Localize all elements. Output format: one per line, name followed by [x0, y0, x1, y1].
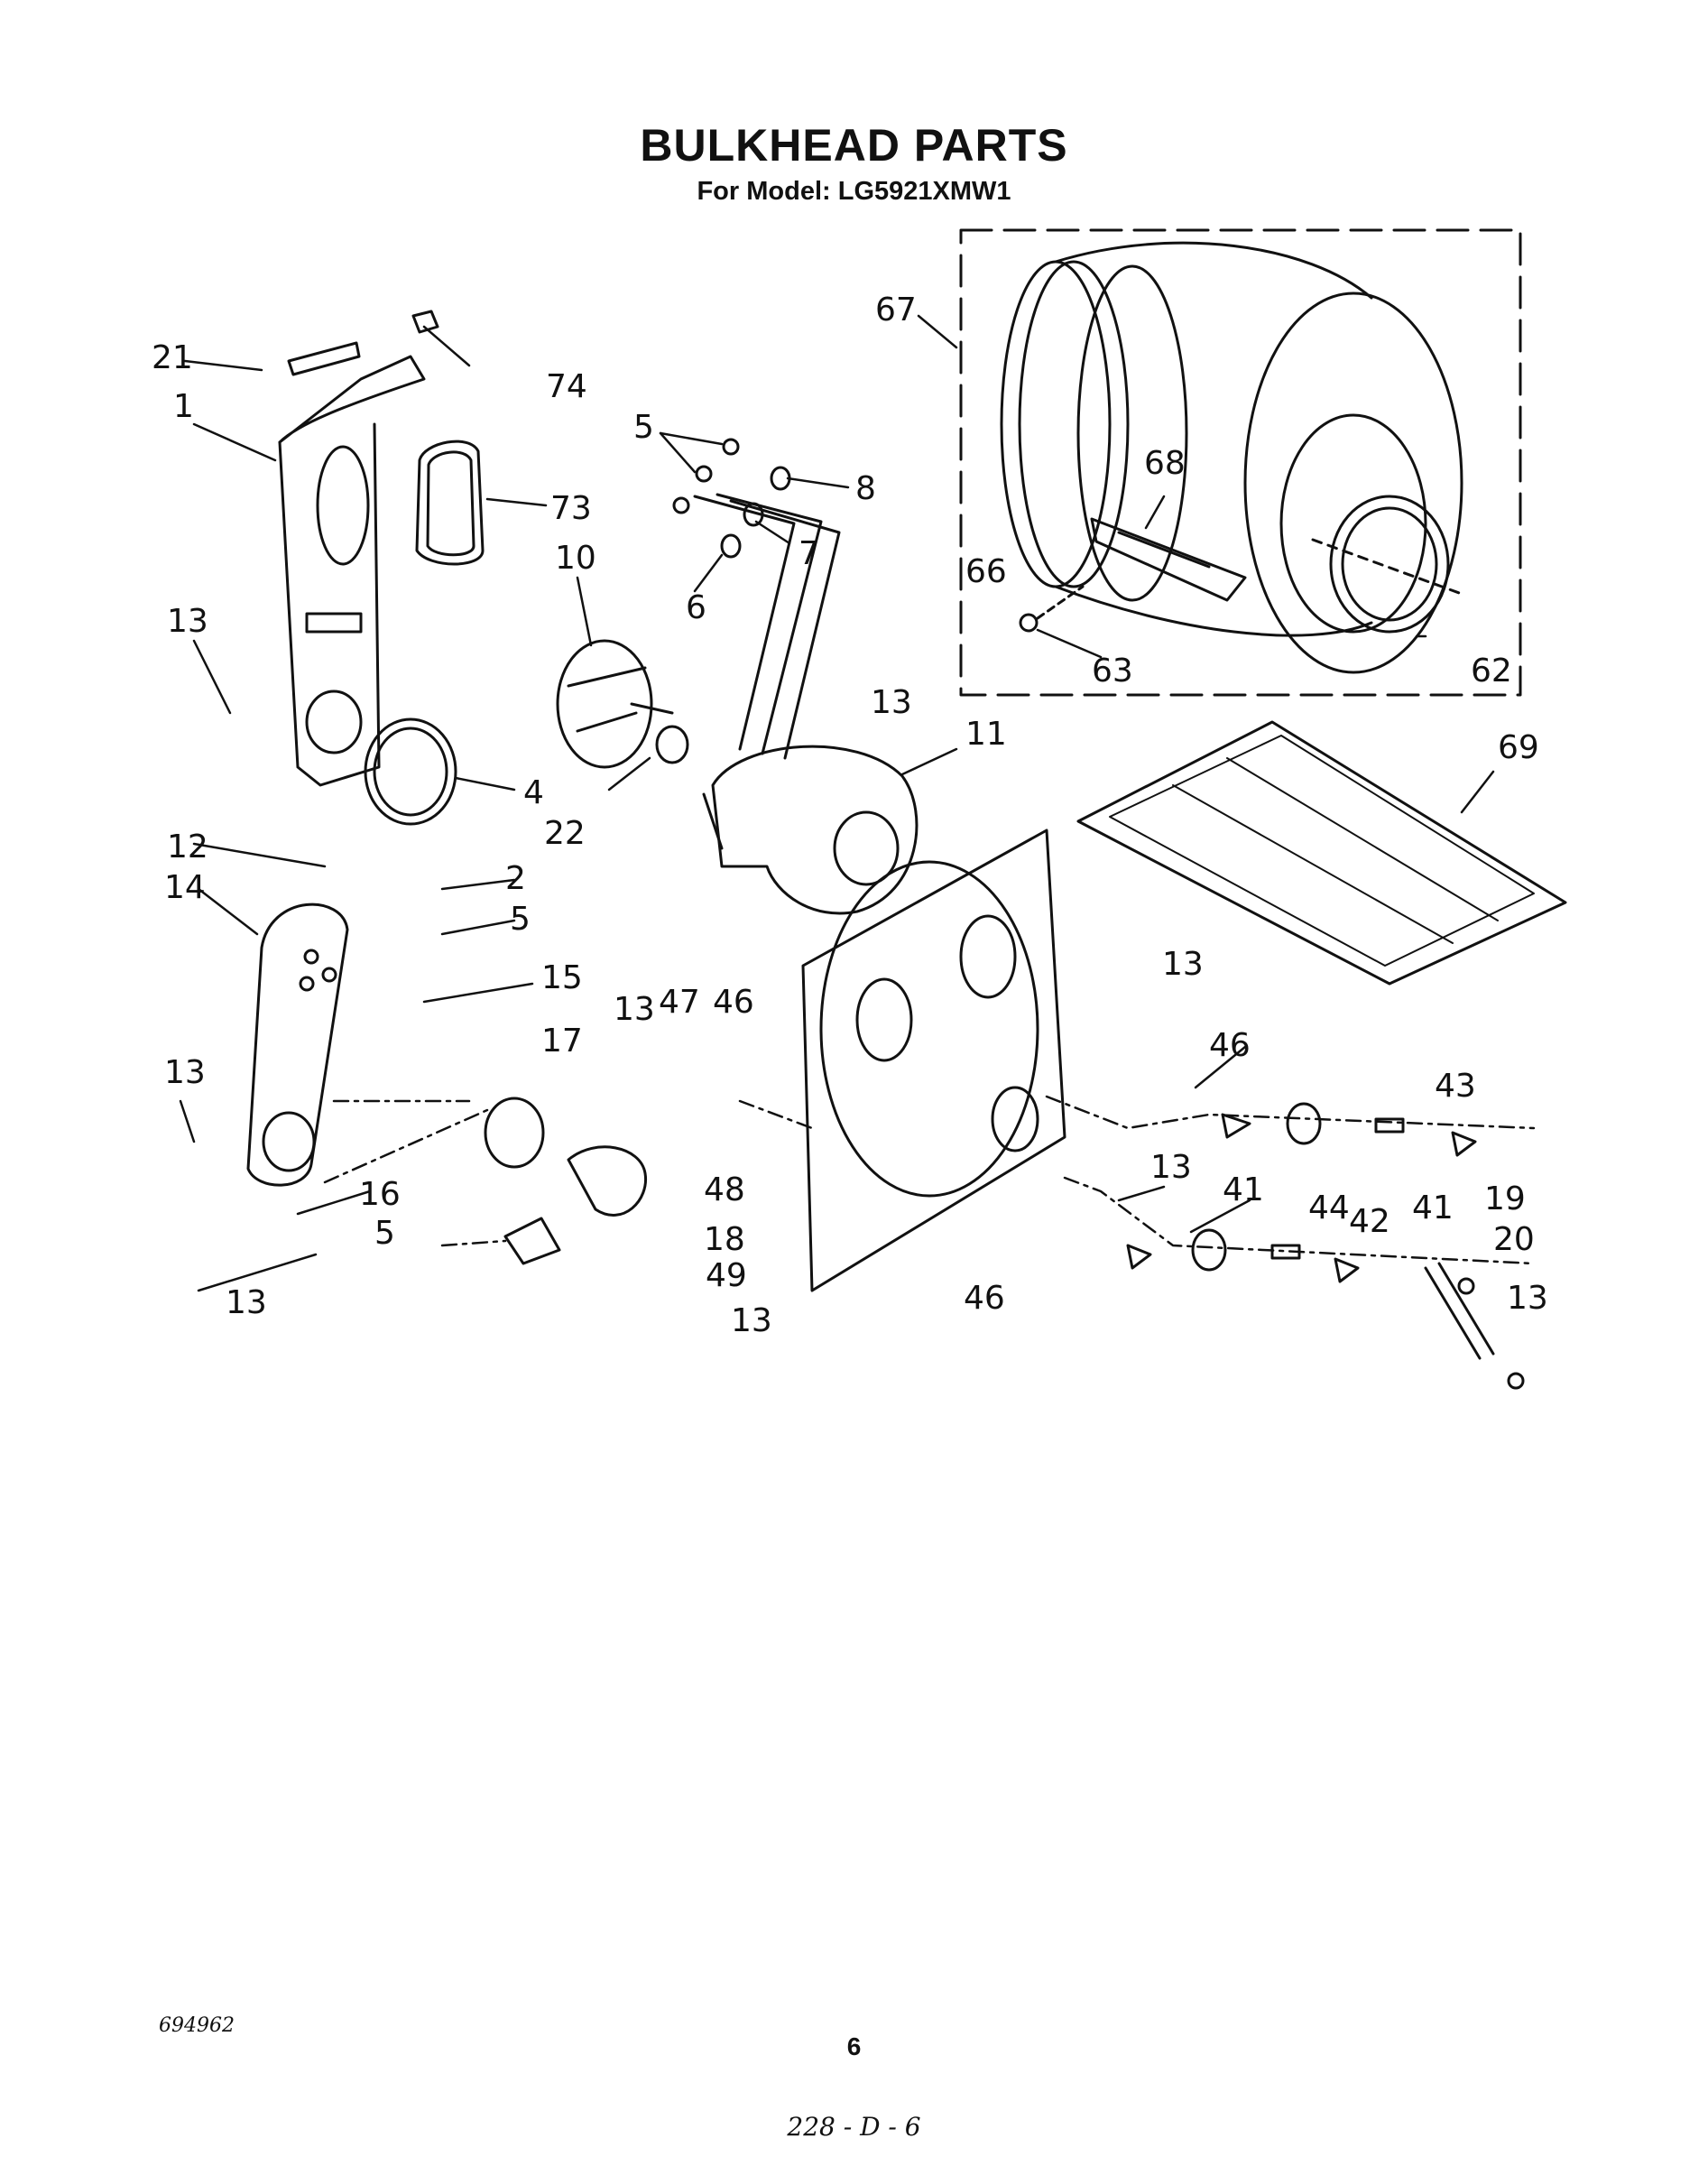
callout-2: 2 — [505, 860, 526, 897]
callout-47: 47 — [659, 984, 700, 1021]
label-part — [287, 341, 361, 376]
callout-13-screen: 13 — [1162, 946, 1204, 983]
drum-assembly-box — [959, 228, 1522, 697]
callout-19: 19 — [1484, 1180, 1526, 1217]
callout-62: 62 — [1471, 653, 1512, 690]
blower-wheel-part — [556, 639, 674, 769]
callout-17: 17 — [541, 1023, 583, 1060]
rear-duct-part — [246, 902, 349, 1187]
callout-44: 44 — [1308, 1189, 1350, 1226]
callout-13-bulkhead: 13 — [731, 1302, 772, 1339]
document-number: 694962 — [159, 2014, 235, 2037]
callout-66: 66 — [965, 553, 1007, 590]
plug-button-part — [411, 310, 439, 334]
motor-components-part — [484, 1097, 648, 1265]
callout-67: 67 — [875, 292, 917, 329]
callout-13-left: 13 — [164, 1054, 206, 1091]
callout-15: 15 — [541, 959, 583, 996]
callout-43: 43 — [1435, 1068, 1476, 1105]
drum-part — [1000, 241, 1463, 674]
front-bulkhead-part — [278, 355, 426, 787]
bushing-part — [655, 725, 689, 764]
callout-11: 11 — [965, 716, 1007, 753]
callout-41-a: 41 — [1223, 1171, 1264, 1208]
lint-screen-part — [1076, 720, 1567, 986]
callout-10: 10 — [555, 540, 596, 577]
assembly-lines — [323, 1095, 1536, 1265]
callout-49: 49 — [706, 1257, 747, 1294]
callout-48: 48 — [704, 1171, 745, 1208]
callout-14: 14 — [164, 869, 206, 906]
callout-13-upper-left: 13 — [167, 603, 208, 640]
page-title: BULKHEAD PARTS — [640, 120, 1068, 171]
callout-42: 42 — [1349, 1203, 1390, 1240]
callout-5-low: 5 — [374, 1215, 395, 1252]
callout-13-mid: 13 — [1150, 1149, 1192, 1186]
exhaust-duct-part — [693, 493, 841, 760]
callout-12: 12 — [167, 828, 208, 865]
callout-4: 4 — [523, 774, 544, 811]
callout-13-bottom-left: 13 — [226, 1284, 267, 1321]
callout-46-bottom: 46 — [964, 1280, 1005, 1317]
callout-5-mid: 5 — [510, 901, 531, 938]
idler-arm-part — [1424, 1262, 1525, 1390]
callout-labels: 21 1 74 73 4 5 8 7 6 10 22 11 13 13 67 6… — [152, 292, 1548, 1339]
rear-bulkhead-part — [801, 828, 1066, 1292]
callout-73: 73 — [550, 490, 592, 527]
model-subtitle: For Model: LG5921XMW1 — [697, 177, 1011, 206]
callout-13-motor: 13 — [614, 991, 655, 1028]
callout-22: 22 — [544, 815, 586, 852]
callout-20: 20 — [1493, 1221, 1535, 1258]
callout-13-right: 13 — [1507, 1280, 1548, 1317]
callout-68: 68 — [1144, 445, 1186, 482]
screw-63-part — [1019, 585, 1085, 633]
callout-18: 18 — [704, 1221, 745, 1258]
drum-seal-part — [1311, 495, 1463, 634]
door-seal-part — [415, 440, 485, 566]
idler-hardware-part — [1126, 1102, 1477, 1283]
callout-7: 7 — [799, 535, 819, 572]
blower-housing-part — [702, 745, 919, 915]
callout-21: 21 — [152, 339, 193, 376]
callout-8: 8 — [855, 470, 876, 507]
callout-5: 5 — [633, 409, 654, 446]
callout-74: 74 — [546, 368, 587, 405]
seal-ring-part — [364, 717, 457, 826]
page-number: 6 — [846, 2032, 862, 2060]
leader-lines — [179, 314, 1495, 1292]
callout-46-right: 46 — [1209, 1027, 1251, 1064]
callout-41-b: 41 — [1412, 1189, 1454, 1226]
callout-46-top: 46 — [713, 984, 754, 1021]
callout-69: 69 — [1498, 729, 1539, 766]
callout-1: 1 — [173, 388, 194, 425]
callout-16: 16 — [359, 1176, 401, 1213]
callout-13-blower: 13 — [871, 684, 912, 721]
handwritten-reference: 228 - D - 6 — [787, 2112, 921, 2142]
callout-63: 63 — [1092, 653, 1133, 690]
screws-5-part — [672, 438, 791, 559]
callout-6: 6 — [686, 589, 706, 626]
baffle-part — [1090, 517, 1247, 602]
